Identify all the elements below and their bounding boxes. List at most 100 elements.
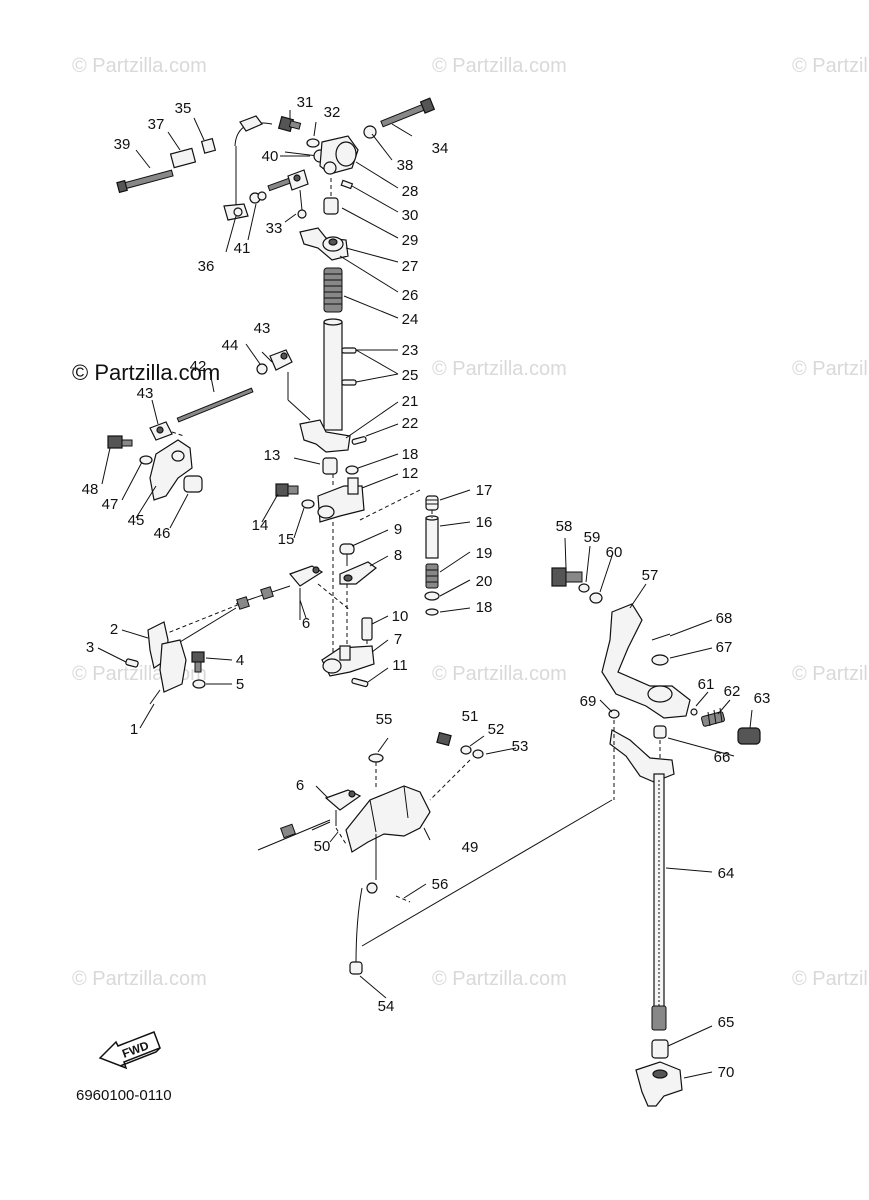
callout-21: 21 (402, 393, 419, 410)
callout-26: 26 (402, 287, 419, 304)
rod-54 (355, 887, 363, 965)
callout-labels: 1 2 3 4 5 6 6 7 8 9 10 11 12 13 14 15 16… (82, 94, 771, 1081)
washer-20 (424, 591, 440, 601)
pin-50 (335, 827, 347, 845)
pin-3 (125, 658, 139, 668)
watermark-main: © Partzilla.com (72, 360, 220, 385)
callout-66: 66 (714, 749, 731, 766)
watermark: © Partzilla.com (432, 358, 567, 380)
lever-57 (601, 603, 691, 719)
callout-22: 22 (402, 415, 419, 432)
callout-52: 52 (488, 721, 505, 738)
pin-30 (340, 179, 354, 190)
clip-18a (345, 465, 359, 475)
cap-17 (425, 495, 439, 511)
callout-46: 46 (154, 525, 171, 542)
pin-10 (361, 617, 373, 641)
spring-24 (323, 267, 343, 313)
callout-11: 11 (392, 657, 408, 674)
spring-62 (701, 707, 725, 727)
callout-69: 69 (580, 693, 597, 710)
callout-29: 29 (402, 232, 419, 249)
washer-32 (306, 138, 320, 148)
callout-51: 51 (462, 708, 479, 725)
callout-8: 8 (394, 547, 402, 564)
callout-63: 63 (754, 690, 771, 707)
callout-58: 58 (556, 518, 573, 535)
callout-23: 23 (402, 342, 419, 359)
collar-37 (169, 147, 197, 169)
rod-42 (176, 387, 254, 423)
washer-59 (578, 583, 590, 593)
callout-32: 32 (324, 104, 341, 121)
callout-33: 33 (266, 220, 283, 237)
callout-59: 59 (584, 529, 601, 546)
watermark: © Partzilla.com (792, 358, 869, 380)
pin-11 (351, 677, 369, 688)
callout-54: 54 (378, 998, 395, 1015)
bolt-34 (380, 97, 436, 128)
callout-35: 35 (175, 100, 192, 117)
plate-1 (159, 639, 187, 693)
collar-29 (323, 197, 339, 215)
lever-70 (635, 1061, 683, 1107)
callout-2: 2 (110, 621, 118, 638)
callout-9: 9 (394, 521, 402, 538)
callout-24: 24 (402, 311, 419, 328)
callout-50: 50 (314, 838, 331, 855)
bolt-51 (436, 731, 452, 747)
shift-cable (257, 819, 331, 851)
callout-62: 62 (724, 683, 741, 700)
washer-15 (301, 499, 315, 509)
pin-56 (395, 895, 411, 903)
washer-47 (139, 455, 153, 465)
callout-47: 47 (102, 496, 119, 513)
bush-65 (651, 1039, 669, 1059)
bolt-48 (107, 435, 123, 449)
fwd-arrow-icon: FWD (98, 1031, 161, 1070)
bolt-4 (191, 651, 205, 663)
watermark: © Partzilla.com (432, 55, 567, 77)
callout-55: 55 (376, 711, 393, 728)
screw-39 (116, 169, 174, 194)
callout-18a: 18 (402, 446, 419, 463)
watermark-layer: © Partzilla.com © Partzilla.com © Partzi… (72, 55, 869, 990)
callout-43a: 43 (254, 320, 271, 337)
callout-28: 28 (402, 183, 419, 200)
plug-63 (737, 727, 761, 745)
callout-56: 56 (432, 876, 449, 893)
callout-31: 31 (297, 94, 314, 111)
callout-18b: 18 (476, 599, 493, 616)
pin-25 (341, 379, 357, 386)
washer-55 (368, 753, 384, 763)
callout-30: 30 (402, 207, 419, 224)
shaft-21 (323, 321, 343, 431)
watermark: © Partzilla.com (792, 55, 869, 77)
callout-6a: 6 (302, 615, 310, 632)
callout-19: 19 (476, 545, 493, 562)
pin-23 (341, 347, 357, 354)
tube-16 (425, 517, 439, 559)
callout-68: 68 (716, 610, 733, 627)
callout-40: 40 (262, 148, 279, 165)
callout-12: 12 (402, 465, 419, 482)
callout-48: 48 (82, 481, 99, 498)
callout-57: 57 (642, 567, 659, 584)
callout-25: 25 (402, 367, 419, 384)
spring-19 (425, 563, 439, 589)
callout-34: 34 (432, 140, 449, 157)
callout-1: 1 (130, 721, 138, 738)
bush-66 (653, 725, 667, 739)
callout-44: 44 (222, 337, 239, 354)
callout-16: 16 (476, 514, 493, 531)
diagram-code: 6960100-0110 (76, 1087, 172, 1104)
callout-13: 13 (264, 447, 281, 464)
bush-60 (589, 592, 603, 604)
leader-lines (97, 110, 753, 1079)
callout-27: 27 (402, 258, 419, 275)
washer-67 (651, 654, 669, 666)
upper-linkage-assembly (116, 97, 440, 688)
bush-35 (200, 137, 217, 154)
pin-68 (651, 633, 671, 641)
